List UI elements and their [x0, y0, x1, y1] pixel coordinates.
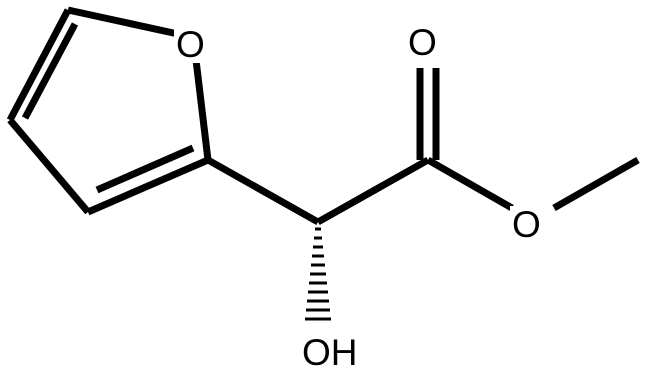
hashed-wedge-bond — [305, 227, 331, 321]
bond-c3-c4 — [7, 117, 91, 215]
double-bond-c2-c3 — [95, 144, 195, 194]
hydroxyl-label: OH — [300, 332, 360, 373]
bond-c5-o1 — [67, 6, 179, 38]
bond-c4-c5 — [6, 8, 72, 122]
carbonyl-oxygen-label: O — [406, 22, 439, 63]
bond-oester-methyl — [552, 156, 640, 212]
bond-calpha-ccarbonyl — [316, 156, 430, 226]
bond-ccarbonyl-oester — [426, 156, 514, 212]
ester-oxygen-label: O — [510, 204, 543, 245]
bond-c2-c3 — [86, 156, 210, 216]
bond-o1-c2 — [192, 59, 212, 161]
bond-c2-calpha — [206, 156, 320, 226]
ring-oxygen-label: O — [174, 24, 207, 65]
double-bond-c4-c5 — [21, 22, 79, 120]
